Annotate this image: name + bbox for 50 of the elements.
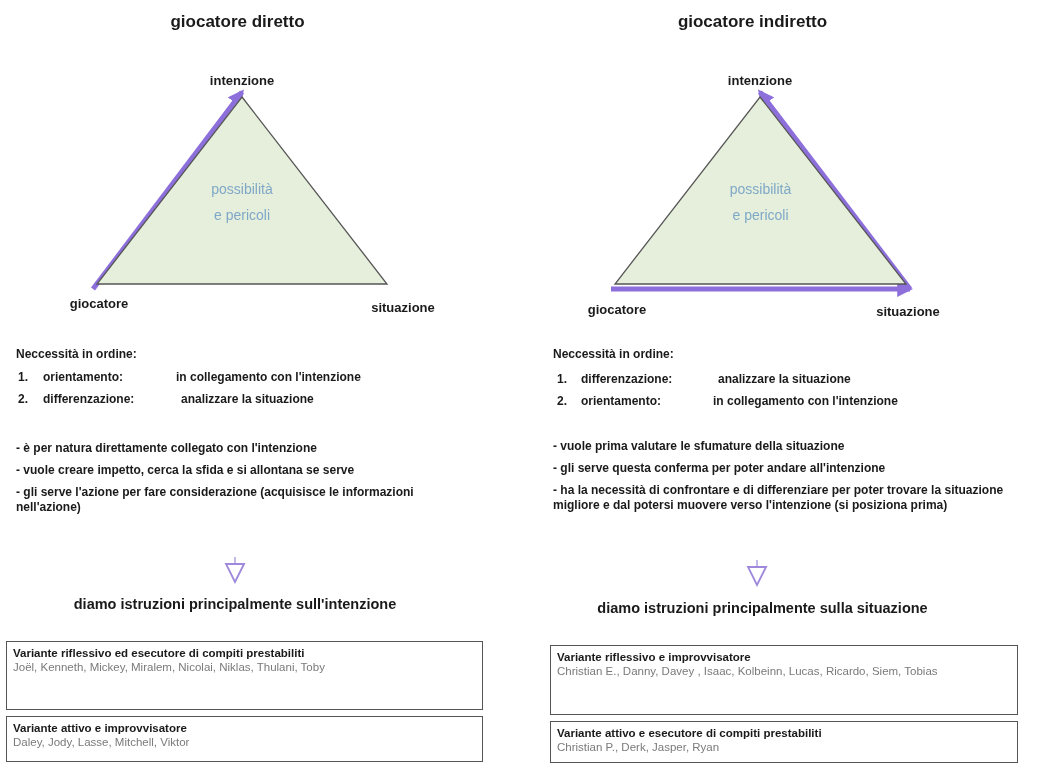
note-text: analizzare la situazione <box>181 392 314 407</box>
triangle <box>615 97 906 284</box>
note-text: - gli serve questa conferma per poter andare all'intenzione <box>553 461 886 476</box>
group-box <box>6 716 483 762</box>
arrow <box>91 89 244 291</box>
note-text: 1. <box>557 372 567 387</box>
note-text: - ha la necessità di confrontare e di differenziare per poter trovare la situazione migliore e dal potersi muovere verso l'intenzione (si posiziona prima) <box>553 483 1005 513</box>
box-heading: Variante attivo e improvvisatore <box>13 721 188 735</box>
vertex-label: intenzione <box>202 70 282 92</box>
down-arrow <box>747 559 767 586</box>
box-heading: Variante attivo e esecutore di compiti prestabiliti <box>557 726 823 740</box>
note-text: - vuole creare impetto, cerca la sfida e si allontana se serve <box>16 463 355 478</box>
note-text: in collegamento con l'intenzione <box>713 394 898 409</box>
name-list: Daley, Jody, Lasse, Mitchell, Viktor <box>13 735 476 749</box>
name-list: Joël, Kenneth, Mickey, Miralem, Nicolai, Niklas, Thulani, Toby <box>13 660 476 674</box>
vertex-label: situazione <box>363 289 443 315</box>
group-box <box>6 641 483 710</box>
vertex-label: intenzione <box>720 70 800 92</box>
note-text: Neccessità in ordine: <box>553 347 674 362</box>
note-text: Neccessità in ordine: <box>16 347 137 362</box>
arrow <box>758 89 912 291</box>
name-list: Christian E., Danny, Davey , Isaac, Kolbeinn, Lucas, Ricardo, Siem, Tobias <box>557 664 1011 678</box>
note-text: orientamento: <box>43 370 123 385</box>
note-text: - gli serve l'azione per fare considerazione (acquisisce le informazioni nell'azione) <box>16 485 415 515</box>
note-text: differenzazione: <box>581 372 673 387</box>
column-heading: giocatore indiretto <box>676 12 829 32</box>
down-arrow <box>225 556 245 583</box>
column-heading: giocatore diretto <box>169 12 306 32</box>
note-text: - vuole prima valutare le sfumature della situazione <box>553 439 845 454</box>
note-text: 1. <box>18 370 28 385</box>
conclusion-text: diamo istruzioni principalmente sull'intenzione <box>40 582 430 616</box>
conclusion-text: diamo istruzioni principalmente sulla situazione <box>560 585 965 620</box>
triangle-label: possibilità e pericoli <box>729 179 792 225</box>
group-box <box>550 645 1018 715</box>
triangle-label: possibilità e pericoli <box>211 179 273 225</box>
note-text: differenzazione: <box>43 392 135 407</box>
note-text: orientamento: <box>581 394 661 409</box>
note-text: analizzare la situazione <box>718 372 851 387</box>
group-box <box>550 721 1018 763</box>
box-heading: Variante riflessivo e improvvisatore <box>557 650 752 664</box>
triangle <box>97 97 387 284</box>
note-text: 2. <box>557 394 567 409</box>
note-text: - è per natura direttamente collegato con l'intenzione <box>16 441 317 456</box>
box-heading: Variante riflessivo ed esecutore di compiti prestabiliti <box>13 646 306 660</box>
note-text: 2. <box>18 392 28 407</box>
vertex-label: giocatore <box>58 289 140 311</box>
vertex-label: giocatore <box>576 289 658 319</box>
note-text: in collegamento con l'intenzione <box>176 370 361 385</box>
name-list: Christian P., Derk, Jasper, Ryan <box>557 740 1011 754</box>
vertex-label: situazione <box>866 289 950 321</box>
